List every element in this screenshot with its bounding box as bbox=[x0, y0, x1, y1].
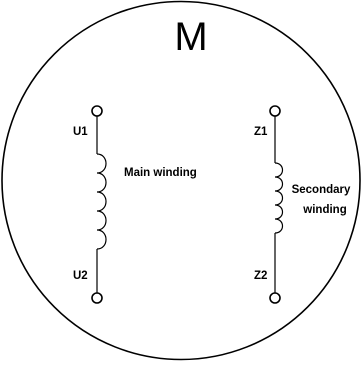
terminal-z2-icon bbox=[269, 292, 281, 304]
terminal-u1-icon bbox=[91, 105, 103, 117]
secondary-winding: Z1 Secondary winding Z2 bbox=[254, 105, 351, 304]
main-winding-coil-icon bbox=[96, 153, 107, 250]
secondary-winding-label-line1: Secondary bbox=[292, 184, 351, 196]
secondary-winding-label-line2: winding bbox=[302, 204, 346, 216]
terminal-u2-icon bbox=[91, 292, 103, 304]
terminal-z2-label: Z2 bbox=[254, 270, 267, 282]
main-winding-label: Main winding bbox=[124, 167, 197, 179]
terminal-z1-label: Z1 bbox=[254, 126, 268, 138]
motor-title: M bbox=[174, 15, 207, 59]
terminal-u1-label: U1 bbox=[73, 126, 88, 138]
terminal-z1-icon bbox=[269, 105, 281, 117]
main-winding: U1 Main winding U2 bbox=[73, 105, 197, 304]
secondary-winding-coil-icon bbox=[274, 162, 284, 234]
terminal-u2-label: U2 bbox=[73, 270, 88, 282]
